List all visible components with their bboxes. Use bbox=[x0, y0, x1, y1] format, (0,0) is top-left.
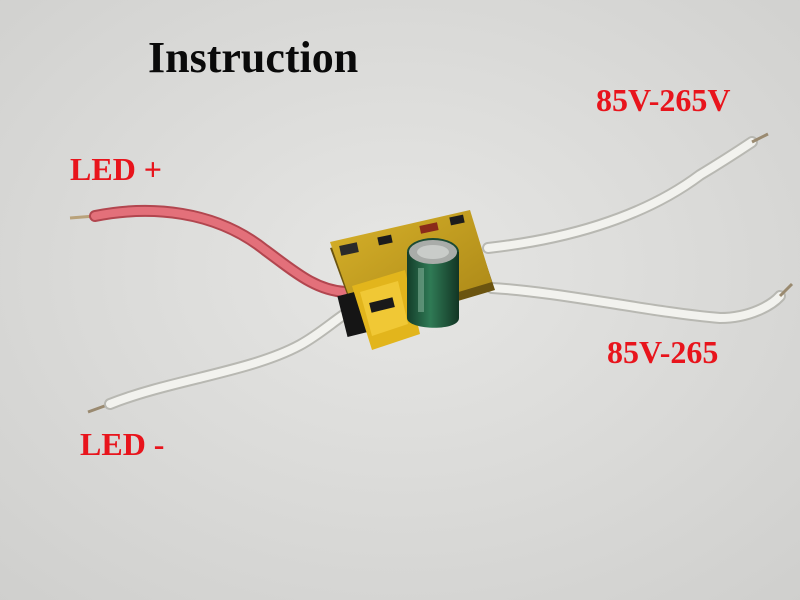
ac-input-label-bottom: 85V-265 bbox=[607, 334, 719, 370]
ac-input-wire-bottom bbox=[486, 282, 794, 325]
led-negative-label: LED - bbox=[80, 426, 165, 462]
led-positive-label: LED + bbox=[70, 151, 163, 187]
transformer bbox=[337, 270, 420, 350]
ac-input-label-top: 85V-265V bbox=[596, 82, 731, 118]
ac-input-wire-top bbox=[482, 132, 769, 254]
led-positive-wire bbox=[69, 204, 351, 298]
capacitor bbox=[407, 238, 459, 328]
instruction-title: Instruction bbox=[148, 33, 359, 82]
led-negative-wire bbox=[87, 306, 354, 414]
